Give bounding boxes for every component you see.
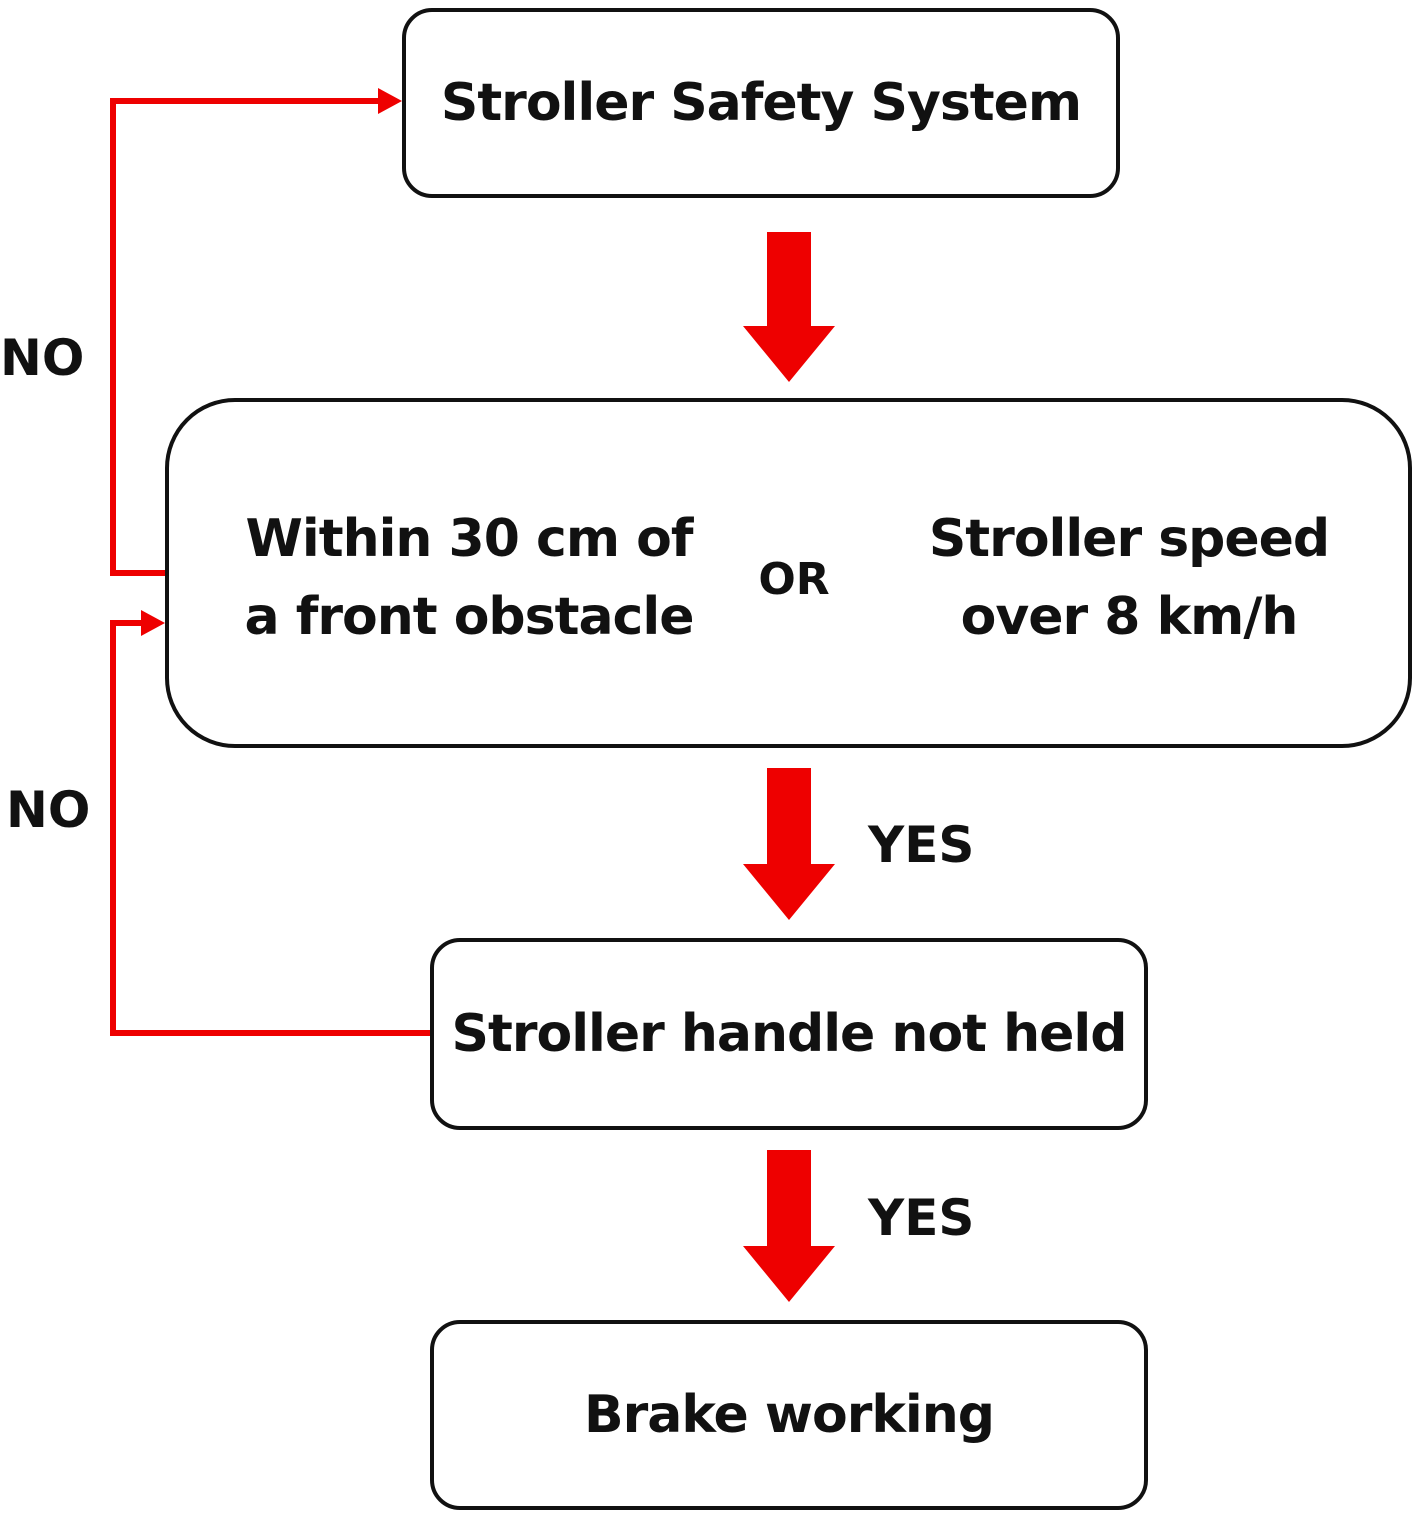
start-node-label: Stroller Safety System [440, 72, 1082, 133]
edge-label-handle-yes: YES [868, 1189, 975, 1247]
no-loop-top-arrowhead [378, 88, 402, 114]
condition-b-line2: over 8 km/h [960, 587, 1299, 647]
brake-node: Brake working [430, 1320, 1148, 1510]
brake-node-label: Brake working [584, 1384, 995, 1445]
edge-label-handle-no: NO [6, 781, 91, 839]
handle-node: Stroller handle not held [430, 938, 1148, 1130]
condition-operator: OR [758, 554, 830, 605]
handle-node-label: Stroller handle not held [451, 1003, 1128, 1064]
no-loop-bottom-arrowhead [141, 610, 165, 636]
condition-a-line2: a front obstacle [244, 587, 695, 647]
condition-b-line1: Stroller speed [928, 509, 1330, 569]
arrow-handle-to-brake [743, 1150, 835, 1302]
edge-label-condition-no: NO [0, 329, 85, 387]
arrow-start-to-condition [743, 232, 835, 382]
condition-b: Stroller speed over 8 km/h [869, 500, 1389, 656]
arrow-condition-to-handle [743, 768, 835, 920]
condition-a: Within 30 cm of a front obstacle [209, 500, 729, 656]
edge-label-condition-yes: YES [868, 816, 975, 874]
condition-a-line1: Within 30 cm of [245, 509, 694, 569]
start-node: Stroller Safety System [402, 8, 1120, 198]
condition-node: Within 30 cm of a front obstacle OR Stro… [165, 398, 1412, 748]
